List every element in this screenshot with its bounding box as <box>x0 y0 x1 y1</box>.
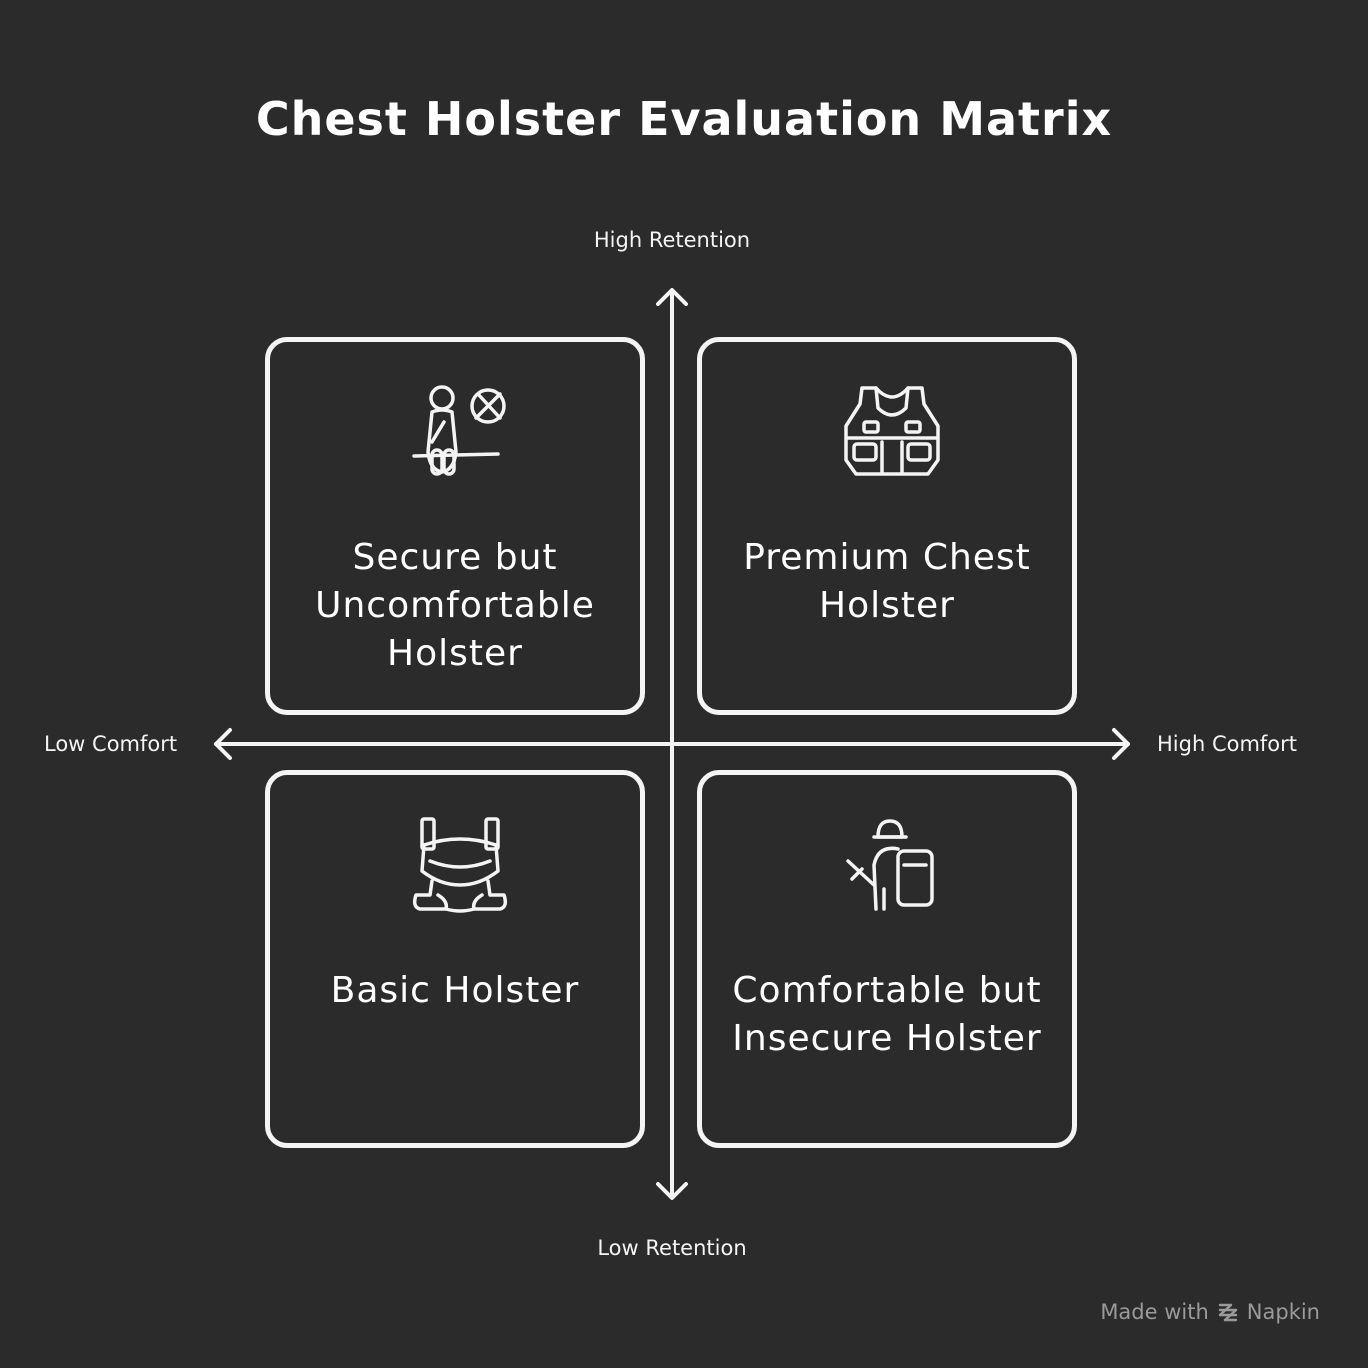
tactical-vest-icon <box>844 386 940 476</box>
harness-icon <box>412 817 508 913</box>
axis-label-high-retention: High Retention <box>593 228 751 252</box>
person-no-entry-icon <box>412 385 506 476</box>
quadrant-bottom-left: Basic Holster <box>265 770 645 1148</box>
quadrant-label: Premium Chest Holster <box>743 537 1031 626</box>
axis-label-low-comfort: Low Comfort <box>44 732 178 756</box>
quadrant-top-right: Premium Chest Holster <box>697 337 1077 715</box>
quadrant-label: Basic Holster <box>330 970 580 1011</box>
quadrant-label: Secure but Uncomfortable Holster <box>315 537 595 674</box>
watermark-brand: Napkin <box>1246 1300 1320 1324</box>
page-title: Chest Holster Evaluation Matrix <box>255 92 1113 146</box>
arrow-left-icon <box>214 728 232 760</box>
axis-label-low-retention: Low Retention <box>597 1236 747 1260</box>
quadrant-label: Comfortable but Insecure Holster <box>732 970 1042 1059</box>
officer-shield-icon <box>846 819 934 911</box>
watermark-text: Made with <box>1100 1300 1209 1324</box>
arrow-down-icon <box>656 1182 688 1200</box>
quadrant-top-left: Secure but Uncomfortable Holster <box>265 337 645 715</box>
arrow-up-icon <box>656 288 688 306</box>
axis-label-high-comfort: High Comfort <box>1157 732 1298 756</box>
napkin-logo-icon <box>1218 1303 1237 1322</box>
watermark: Made with Napkin <box>1100 1300 1320 1324</box>
quadrant-bottom-right: Comfortable but Insecure Holster <box>697 770 1077 1148</box>
arrow-right-icon <box>1112 728 1130 760</box>
